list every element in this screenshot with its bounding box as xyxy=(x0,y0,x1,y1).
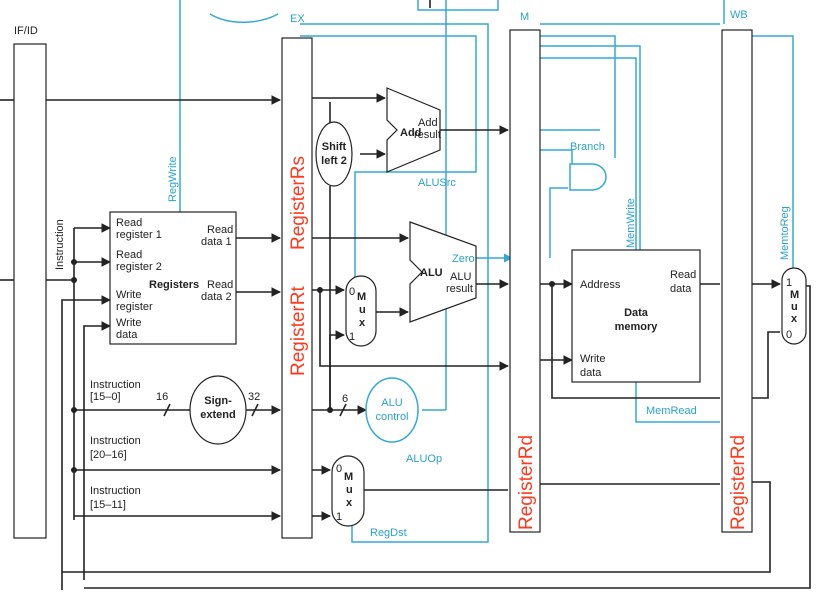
field-20-16-label: Instruction xyxy=(90,435,141,447)
svg-text:Read: Read xyxy=(670,269,696,281)
regwrite-label: RegWrite xyxy=(167,156,179,202)
svg-text:data 2: data 2 xyxy=(201,291,232,303)
svg-text:u: u xyxy=(346,484,353,496)
svg-text:0: 0 xyxy=(349,286,355,298)
memwb-register xyxy=(721,29,753,533)
svg-text:ALU: ALU xyxy=(381,397,402,409)
branch-and-gate xyxy=(569,163,607,191)
idex-register xyxy=(281,37,313,539)
alu-control-unit: ALU control xyxy=(365,377,419,443)
branch-adder: Add Add result xyxy=(386,87,441,173)
bits-6-label: 6 xyxy=(342,393,348,405)
svg-text:left 2: left 2 xyxy=(321,155,347,167)
svg-text:1: 1 xyxy=(336,511,342,523)
memwb-registerrd-label: RegisterRd xyxy=(728,435,749,530)
idex-label: EX xyxy=(290,13,305,25)
svg-text:1: 1 xyxy=(349,331,355,343)
svg-text:data: data xyxy=(670,283,692,295)
svg-text:Add: Add xyxy=(400,127,421,139)
svg-text:0: 0 xyxy=(336,463,342,475)
shift-left-2-unit: Shift left 2 xyxy=(315,121,353,187)
svg-text:memory: memory xyxy=(615,321,659,333)
svg-text:M: M xyxy=(357,291,366,303)
exmem-label: M xyxy=(520,11,529,23)
svg-text:Address: Address xyxy=(580,279,621,291)
svg-text:x: x xyxy=(791,313,798,325)
alusrc-label: ALUSrc xyxy=(418,177,456,189)
svg-text:register 2: register 2 xyxy=(116,261,162,273)
bits-32-label: 32 xyxy=(248,391,260,403)
svg-text:data 1: data 1 xyxy=(201,236,232,248)
svg-text:Write: Write xyxy=(116,289,141,301)
alusrc-mux: M u x 0 1 xyxy=(345,275,377,347)
svg-text:Write: Write xyxy=(580,353,605,365)
svg-text:x: x xyxy=(346,497,353,509)
ifid-label: IF/ID xyxy=(14,25,38,37)
svg-text:extend: extend xyxy=(200,409,235,421)
svg-text:0: 0 xyxy=(786,329,792,341)
svg-text:M: M xyxy=(344,471,353,483)
sign-extend-unit: Sign- extend xyxy=(189,375,247,445)
branch-label: Branch xyxy=(570,141,605,153)
memread-label: MemRead xyxy=(646,405,697,417)
svg-text:ALU: ALU xyxy=(450,271,471,283)
svg-text:x: x xyxy=(359,317,366,329)
memtoreg-label: MemtoReg xyxy=(779,206,791,260)
instruction-bus-label: Instruction xyxy=(54,219,66,270)
svg-text:Shift: Shift xyxy=(322,141,347,153)
svg-text:data: data xyxy=(580,367,602,379)
svg-text:Zero: Zero xyxy=(452,253,475,265)
regdst-mux: M u x 0 1 xyxy=(331,455,365,527)
data-memory: Address Read data Write data Data memory xyxy=(571,249,701,383)
svg-text:Add: Add xyxy=(418,117,438,129)
aluop-label: ALUOp xyxy=(406,453,442,465)
svg-text:Read: Read xyxy=(116,249,142,261)
register-file: Read register 1 Read register 2 Write re… xyxy=(109,211,237,345)
svg-text:Read: Read xyxy=(116,217,142,229)
svg-text:[15–0]: [15–0] xyxy=(90,391,121,403)
exmem-register xyxy=(509,29,541,533)
svg-text:Read: Read xyxy=(207,279,233,291)
svg-text:register: register xyxy=(116,301,153,313)
control-wires xyxy=(179,0,794,543)
idex-registerrs-label: RegisterRs xyxy=(288,156,309,250)
ifid-register xyxy=(13,43,47,539)
svg-text:Data: Data xyxy=(624,307,649,319)
svg-text:control: control xyxy=(375,411,408,423)
memtoreg-mux: M u x 1 0 xyxy=(781,267,807,345)
svg-text:ALU: ALU xyxy=(420,267,443,279)
junction-dots xyxy=(71,259,555,473)
registers-title: Registers xyxy=(149,279,199,291)
svg-text:result: result xyxy=(414,129,441,141)
svg-text:u: u xyxy=(359,304,366,316)
svg-text:[15–11]: [15–11] xyxy=(90,499,126,511)
svg-text:M: M xyxy=(790,289,799,301)
field-15-0-label: Instruction xyxy=(90,379,141,391)
svg-text:Read: Read xyxy=(207,224,233,236)
field-15-11-label: Instruction xyxy=(90,485,141,497)
svg-text:register 1: register 1 xyxy=(116,229,162,241)
bits-16-label: 16 xyxy=(156,391,168,403)
regdst-label: RegDst xyxy=(370,527,407,539)
svg-text:data: data xyxy=(116,329,138,341)
alu-unit: ALU Zero ALU result xyxy=(409,221,477,323)
svg-text:result: result xyxy=(446,283,473,295)
svg-text:Sign-: Sign- xyxy=(204,395,232,407)
exmem-registerrd-label: RegisterRd xyxy=(516,435,537,530)
memwb-label: WB xyxy=(730,9,748,21)
idex-registerrt-label: RegisterRt xyxy=(288,286,309,376)
svg-text:Write: Write xyxy=(116,317,141,329)
memwrite-label: MemWrite xyxy=(625,198,637,248)
data-wires xyxy=(0,0,811,590)
svg-text:u: u xyxy=(791,301,798,313)
svg-text:1: 1 xyxy=(786,277,792,289)
svg-text:[20–16]: [20–16] xyxy=(90,449,127,461)
